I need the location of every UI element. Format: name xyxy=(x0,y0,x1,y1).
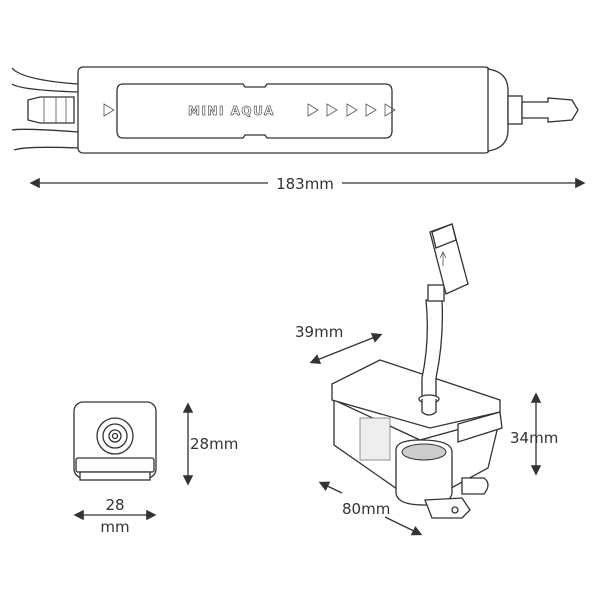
small-height-label: 28mm xyxy=(190,435,238,453)
width-label: 80mm xyxy=(342,500,390,518)
end-cap xyxy=(487,68,509,152)
hose-lower-edge xyxy=(13,146,79,151)
small-pump-base xyxy=(75,457,155,473)
width-arrow-left xyxy=(318,481,343,494)
flow-arrows-icon xyxy=(307,103,396,117)
mounting-hole xyxy=(451,506,459,514)
inlet-ring xyxy=(96,417,134,455)
width-arrow-right xyxy=(384,516,423,536)
height-label: 34mm xyxy=(510,429,558,447)
hose-lower xyxy=(11,128,79,133)
pump-isometric-view xyxy=(331,223,503,519)
connector-socket xyxy=(431,223,457,249)
mounting-tab xyxy=(424,497,471,519)
small-pump-front-view xyxy=(73,401,157,481)
brand-label: MINI AQUA xyxy=(188,104,275,118)
hose-upper-edge xyxy=(11,83,79,93)
small-width-unit: mm xyxy=(100,518,129,536)
inlet-barb xyxy=(27,96,75,124)
depth-label: 39mm xyxy=(295,323,343,341)
main-pump-top-view: MINI AQUA xyxy=(11,66,579,154)
up-arrow-icon xyxy=(439,251,447,266)
pump-body xyxy=(77,66,491,154)
motor-top xyxy=(401,443,447,461)
cable-strain-relief xyxy=(427,284,445,302)
label-panel xyxy=(116,83,393,139)
length-label: 183mm xyxy=(276,175,334,193)
depth-arrow xyxy=(309,333,383,364)
outlet-barb xyxy=(521,97,579,123)
small-width-value: 28 xyxy=(105,496,124,514)
outlet-port xyxy=(461,477,489,495)
outlet-collar xyxy=(507,95,523,125)
flow-arrow-icon xyxy=(103,103,115,117)
filter-mesh xyxy=(359,417,391,461)
lid-clip xyxy=(457,411,503,443)
hose-upper xyxy=(11,67,79,85)
